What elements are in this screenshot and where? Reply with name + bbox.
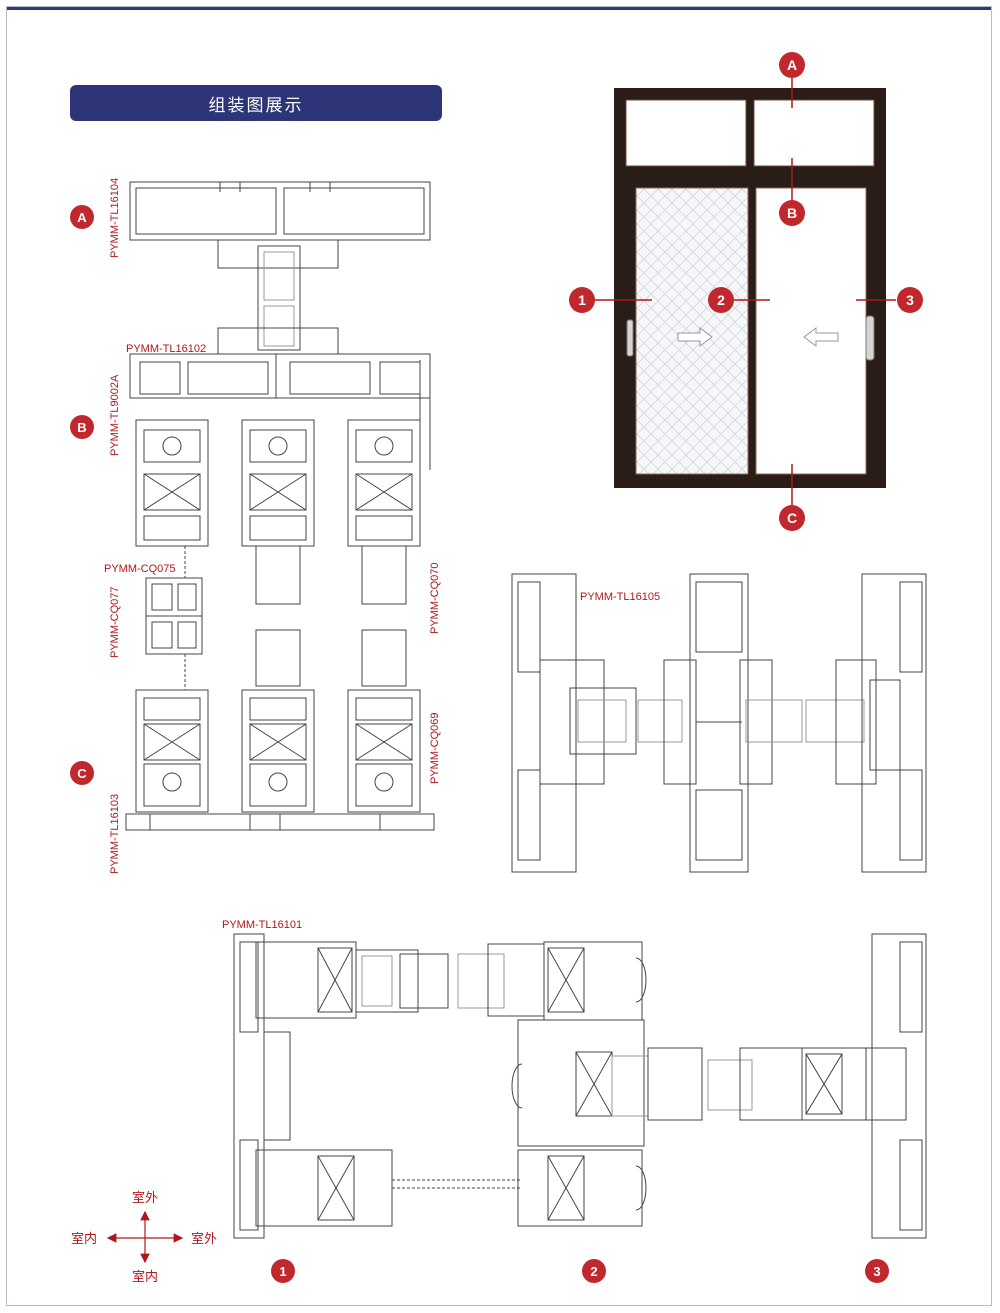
page-frame <box>6 6 992 1306</box>
direction-outdoor-right: 室外 <box>191 1231 217 1247</box>
svg-text:C: C <box>77 766 87 781</box>
top-rule <box>6 6 992 10</box>
window-illustration <box>594 76 896 506</box>
badge-window-1: 1 <box>569 287 595 313</box>
badge-section-b: B <box>70 415 94 439</box>
screen-mesh <box>635 187 749 475</box>
svg-text:1: 1 <box>279 1264 286 1279</box>
transom-right-pane <box>753 99 875 167</box>
slide-right-arrow-icon <box>677 327 713 347</box>
page-title: 组装图展示 <box>70 85 442 121</box>
label-cq069: PYMM-CQ069 <box>429 712 441 784</box>
direction-indoor-left: 室内 <box>71 1231 97 1247</box>
label-tl16104: PYMM-TL16104 <box>109 178 121 258</box>
vertical-section-drawing <box>125 181 435 831</box>
badge-bottom-1: 1 <box>271 1259 295 1283</box>
horizontal-section-mid <box>511 573 927 873</box>
badge-window-3: 3 <box>897 287 923 313</box>
badge-window-c: C <box>779 505 805 531</box>
direction-indoor-bottom: 室内 <box>132 1269 158 1285</box>
direction-outdoor-top: 室外 <box>132 1190 158 1206</box>
label-cq077: PYMM-CQ077 <box>109 586 121 658</box>
svg-text:3: 3 <box>873 1264 880 1279</box>
label-tl9002a: PYMM-TL9002A <box>109 374 121 456</box>
direction-indicator <box>106 1210 184 1264</box>
svg-text:3: 3 <box>906 292 914 308</box>
handle-right-icon <box>865 315 875 361</box>
svg-text:B: B <box>787 205 797 221</box>
label-cq070: PYMM-CQ070 <box>429 562 441 634</box>
badge-bottom-3: 3 <box>865 1259 889 1283</box>
svg-text:1: 1 <box>578 292 586 308</box>
svg-text:C: C <box>787 510 797 526</box>
transom-left-pane <box>625 99 747 167</box>
handle-left-icon <box>626 319 634 357</box>
horizontal-section-bottom <box>233 933 927 1239</box>
svg-text:2: 2 <box>717 292 725 308</box>
glass-sash <box>755 187 867 475</box>
badge-section-c: C <box>70 761 94 785</box>
label-tl16103: PYMM-TL16103 <box>109 794 121 874</box>
badge-window-b: B <box>779 200 805 226</box>
badge-window-a: A <box>779 52 805 78</box>
slide-left-arrow-icon <box>803 327 839 347</box>
svg-text:A: A <box>77 210 87 225</box>
svg-text:2: 2 <box>590 1264 597 1279</box>
svg-text:B: B <box>77 420 86 435</box>
label-tl16101: PYMM-TL16101 <box>222 919 302 931</box>
label-tl16105: PYMM-TL16105 <box>580 591 660 603</box>
svg-text:A: A <box>787 57 797 73</box>
label-tl16102: PYMM-TL16102 <box>126 343 206 355</box>
badge-bottom-2: 2 <box>582 1259 606 1283</box>
label-cq075: PYMM-CQ075 <box>104 563 176 575</box>
badge-window-2: 2 <box>708 287 734 313</box>
badge-section-a: A <box>70 205 94 229</box>
